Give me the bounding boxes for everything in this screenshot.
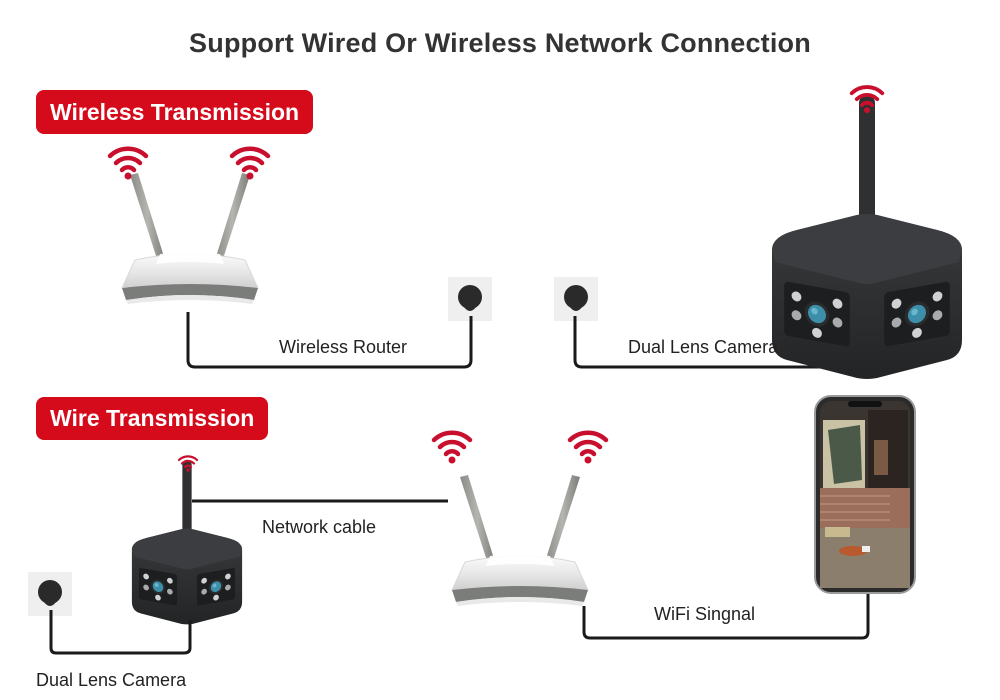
wifi-signal-icon (232, 149, 268, 180)
dual-lens-camera-icon (772, 95, 962, 379)
wire-transmission-badge: Wire Transmission (36, 397, 269, 440)
wireless-router-graphic (121, 172, 259, 305)
wifi-signal-line (582, 592, 870, 640)
smartphone-icon (814, 395, 916, 594)
wireless-router-label: Wireless Router (279, 337, 408, 357)
power-socket-icon (554, 277, 598, 321)
dual-lens-camera-icon (132, 460, 242, 625)
network-cable-label: Network cable (262, 517, 377, 537)
camera-power-cable-wire (49, 610, 192, 655)
wifi-signal-label: WiFi Singnal (654, 604, 756, 624)
power-socket-icon (28, 572, 72, 616)
power-socket-icon (448, 277, 492, 321)
wireless-transmission-badge: Wireless Transmission (36, 90, 314, 134)
wifi-signal-icon (110, 149, 146, 180)
router-power-cable (186, 312, 473, 369)
wireless-router-graphic (451, 474, 589, 607)
wifi-signal-icon (434, 433, 470, 464)
wifi-signal-icon (570, 433, 606, 464)
page-title: Support Wired Or Wireless Network Connec… (189, 28, 811, 58)
wire-camera-label: Dual Lens Camera (36, 670, 187, 690)
wireless-camera-label: Dual Lens Camera (628, 337, 779, 357)
